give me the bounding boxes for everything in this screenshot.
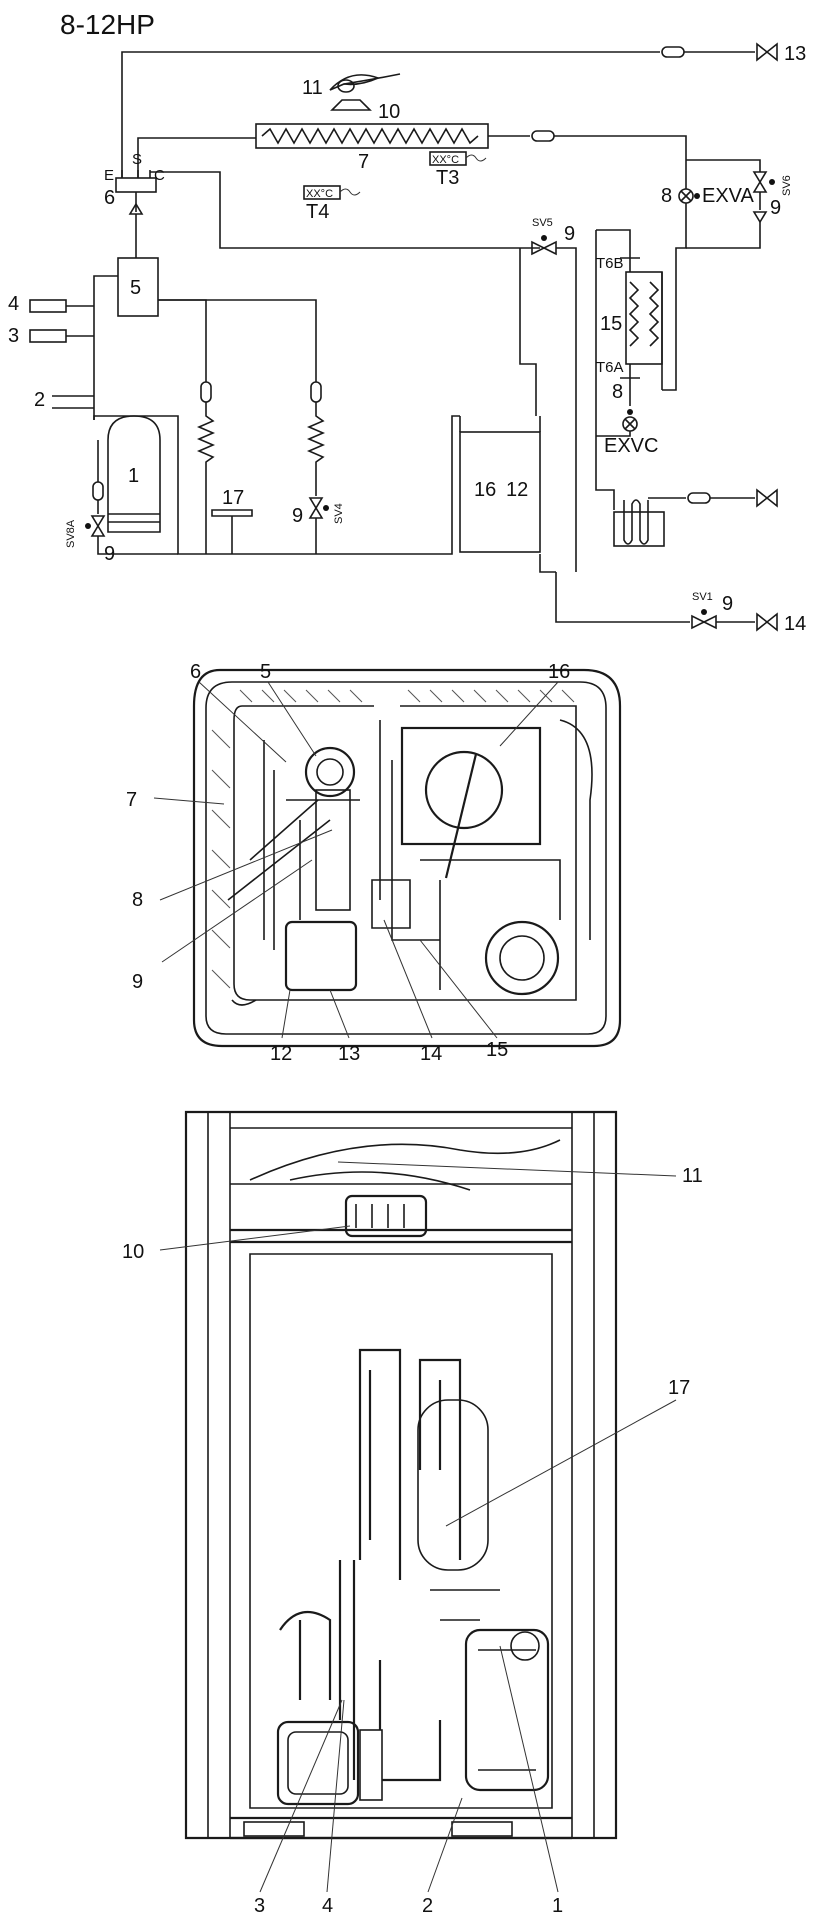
label-e: E — [104, 167, 114, 184]
top-callout-7: 7 — [126, 789, 137, 811]
refrigerant-schematic: 13 11 10 7 XX°C T3 S SV6 — [8, 42, 806, 635]
oil-separator-5 — [117, 257, 159, 317]
front-callout-1: 1 — [552, 1895, 563, 1917]
label-17: 17 — [222, 487, 244, 509]
label-8-exvc: 8 — [612, 381, 623, 403]
sensor-t4-reading: XX°C — [306, 188, 333, 200]
filter-icon — [531, 130, 555, 142]
top-callout-8: 8 — [132, 889, 143, 911]
label-c: C — [154, 167, 165, 184]
label-sv5: SV5 — [532, 217, 553, 229]
top-callout-13: 13 — [338, 1043, 360, 1065]
label-14: 14 — [784, 613, 806, 635]
filter-icon — [687, 492, 711, 504]
label-9-sv5: 9 — [564, 223, 575, 245]
top-view-callouts: 6 5 16 7 8 9 12 13 14 15 — [126, 661, 570, 1065]
label-16: 16 — [474, 479, 496, 501]
accumulator-16-12 — [459, 431, 541, 553]
label-sv6: SV6 — [781, 175, 793, 196]
label-t3: T3 — [436, 167, 459, 189]
label-13: 13 — [784, 43, 806, 65]
front-view-drawing — [184, 1110, 618, 1840]
top-callout-5: 5 — [260, 661, 271, 683]
label-9-sv4: 9 — [292, 505, 303, 527]
top-callout-14: 14 — [420, 1043, 442, 1065]
label-sv8a: SV8A — [65, 519, 77, 548]
label-t4: T4 — [306, 201, 329, 223]
front-callout-2: 2 — [422, 1895, 433, 1917]
label-s: S — [132, 151, 142, 168]
front-callout-11: 11 — [682, 1165, 703, 1187]
label-7: 7 — [358, 151, 369, 173]
top-view-drawing — [192, 668, 622, 1048]
plate-heat-exchanger-15 — [625, 271, 663, 365]
label-15: 15 — [600, 313, 622, 335]
label-11: 11 — [302, 77, 323, 99]
filter-icon — [661, 46, 685, 58]
label-9-sv6: 9 — [770, 197, 781, 219]
top-callout-6: 6 — [190, 661, 201, 683]
label-t6a: T6A — [596, 359, 624, 376]
front-callout-4: 4 — [322, 1895, 333, 1917]
label-1: 1 — [128, 465, 139, 487]
top-callout-15: 15 — [486, 1039, 508, 1061]
label-t6b: T6B — [596, 255, 624, 272]
top-callout-9: 9 — [132, 971, 143, 993]
front-callout-3: 3 — [254, 1895, 265, 1917]
label-exva: EXVA — [702, 185, 755, 207]
label-2: 2 — [34, 389, 45, 411]
stop-valve-13-icon — [756, 42, 778, 62]
stop-valve-icon — [756, 488, 778, 508]
stop-valve-14-icon — [756, 612, 778, 632]
label-4: 4 — [8, 293, 19, 315]
solenoid-valve-sv8a-icon — [90, 515, 106, 537]
label-6: 6 — [104, 187, 115, 209]
front-callout-10: 10 — [122, 1241, 144, 1263]
top-callout-12: 12 — [270, 1043, 292, 1065]
label-8-exva: 8 — [661, 185, 672, 207]
solenoid-valve-sv1-icon — [691, 614, 717, 630]
sensor-t3-reading: XX°C — [432, 154, 459, 166]
label-12: 12 — [506, 479, 528, 501]
label-sv4: SV4 — [333, 503, 345, 524]
water-tank-coil — [613, 511, 665, 547]
label-3: 3 — [8, 325, 19, 347]
label-5: 5 — [130, 277, 141, 299]
label-10: 10 — [378, 101, 400, 123]
label-sv1: SV1 — [692, 591, 713, 603]
label-9-sv1: 9 — [722, 593, 733, 615]
diagram-title: 8-12HP — [60, 9, 155, 40]
front-view-callouts: 11 10 17 3 4 2 1 — [122, 1161, 703, 1917]
front-callout-17: 17 — [668, 1377, 690, 1399]
fan-motor-icon — [329, 73, 401, 111]
four-way-valve-6 — [115, 177, 157, 193]
top-callout-16: 16 — [548, 661, 570, 683]
solenoid-valve-sv6-icon — [752, 171, 768, 193]
label-exvc: EXVC — [604, 435, 658, 457]
solenoid-valve-sv4-icon — [308, 497, 324, 519]
